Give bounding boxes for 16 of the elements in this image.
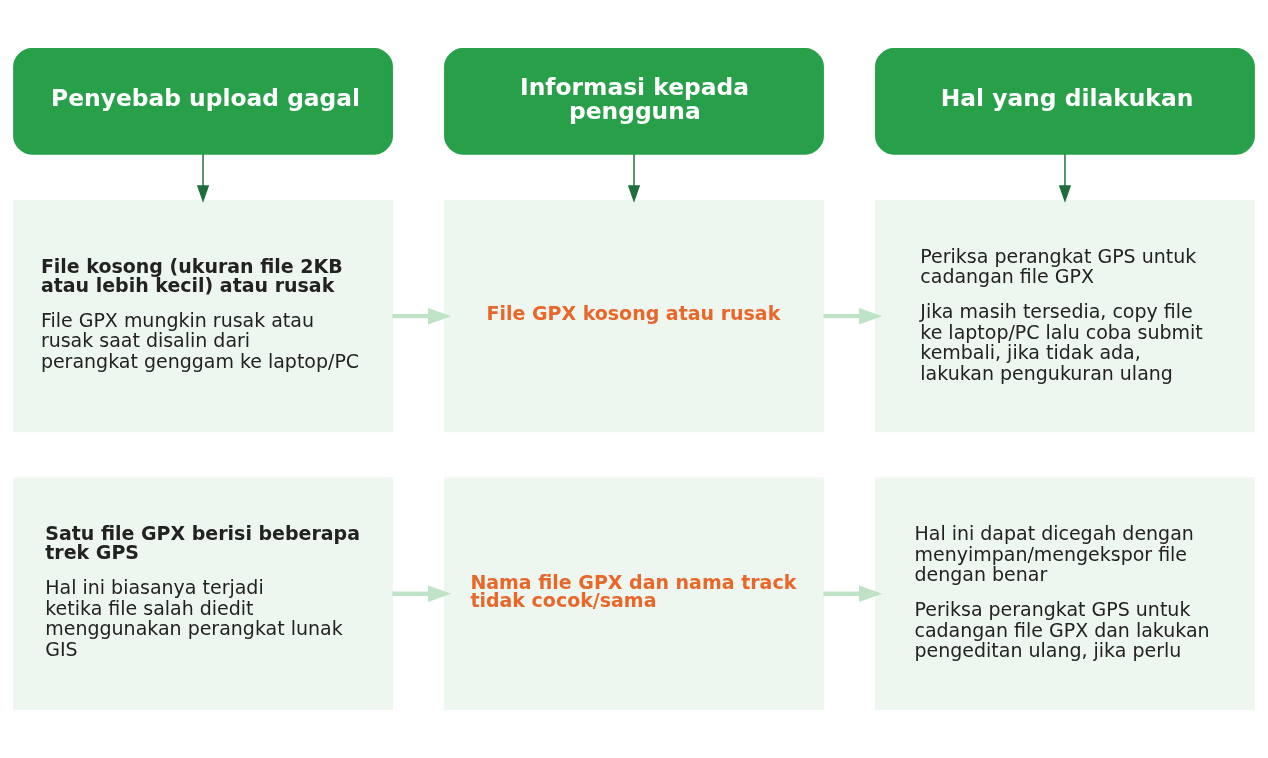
node-box: Satu file GPX berisi beberapa trek GPS Hal ini biasanya terjadi ketika file salah diedit menggunakan perangkat lunak GIS — [13, 477, 393, 710]
node-box: Nama file GPX dan nama track tidak cocok/sama — [444, 477, 824, 710]
arrow — [823, 308, 883, 325]
node-box: Periksa perangkat GPS untuk cadangan file GPX Jika masih tersedia, copy file ke laptop/PC lalu coba submit kembali, jika tidak ada, lakukan pengukuran ulang — [875, 200, 1255, 433]
node-box: File GPX kosong atau rusak — [444, 200, 824, 433]
arrow — [196, 153, 210, 203]
node-box: Hal yang dilakukan — [875, 48, 1255, 155]
node-box: Penyebab upload gagal — [13, 48, 393, 155]
arrow — [1058, 153, 1072, 203]
arrow — [823, 585, 883, 602]
node-box: Hal ini dapat dicegah dengan menyimpan/mengekspor file dengan benar Periksa perangkat GPS untuk cadangan file GPX dan lakukan pengeditan ulang, jika perlu — [875, 477, 1255, 710]
arrow — [627, 153, 641, 203]
node-box: Informasi kepada pengguna — [444, 48, 824, 155]
arrow — [392, 585, 452, 602]
node-box: File kosong (ukuran file 2KB atau lebih kecil) atau rusak File GPX mungkin rusak atau rusak saat disalin dari perangkat genggam ke laptop/PC — [13, 200, 393, 433]
arrow — [392, 308, 452, 325]
